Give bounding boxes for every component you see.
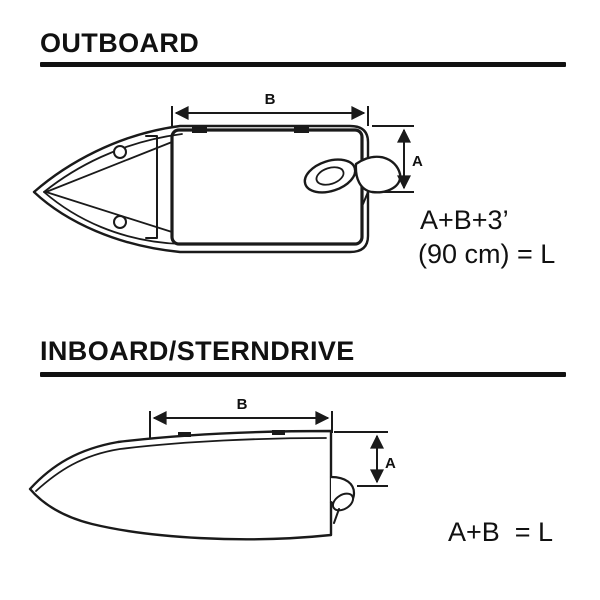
gunwale-line-top <box>43 133 183 193</box>
cleat-right <box>294 127 309 133</box>
dim-a-label: A <box>385 455 396 472</box>
outboard-formula-line2: (90 cm) = L <box>418 239 556 269</box>
deck-fitting-right <box>272 430 285 435</box>
inboard-heading-rule <box>40 372 566 377</box>
motor-skeg <box>362 191 369 205</box>
cleat-left <box>192 127 207 133</box>
hull-profile <box>28 429 333 541</box>
sterndrive-unit <box>329 475 356 524</box>
outboard-diagram: B A <box>32 91 423 254</box>
outboard-dimension-b: B <box>171 91 369 126</box>
sterndrive-skeg <box>333 508 340 524</box>
inboard-dimension-b: B <box>149 396 333 441</box>
inboard-dimension-a: A <box>334 431 396 487</box>
outboard-heading: OUTBOARD <box>40 28 200 58</box>
motor-flywheel-inner <box>315 166 345 186</box>
inboard-boat-sideview <box>28 429 356 541</box>
foredeck-seam-top <box>45 141 173 193</box>
inboard-formula: A+B = L <box>448 517 554 547</box>
deck-fitting-top <box>113 145 127 159</box>
deck-fitting-bottom <box>113 215 127 229</box>
inboard-heading: INBOARD/STERNDRIVE <box>40 336 355 366</box>
outboard-dimension-a: A <box>372 125 423 193</box>
gunwale-line-bottom <box>43 191 183 245</box>
outboard-formula-line1: A+B+3’ <box>420 205 509 235</box>
sheer-line <box>35 437 327 492</box>
windshield-bracket <box>145 135 158 239</box>
sterndrive-lower-unit <box>331 492 355 512</box>
dim-b-label: B <box>265 91 276 108</box>
deck-fitting-left <box>178 432 191 437</box>
dim-a-label: A <box>412 153 423 170</box>
inboard-diagram: B A <box>28 396 396 541</box>
foredeck-seam-bottom <box>45 191 173 233</box>
dim-b-label: B <box>237 396 248 413</box>
outboard-heading-rule <box>40 62 566 67</box>
motor-cowl <box>354 155 402 194</box>
outboard-boat-topview <box>32 124 402 254</box>
outboard-motor <box>303 155 402 205</box>
